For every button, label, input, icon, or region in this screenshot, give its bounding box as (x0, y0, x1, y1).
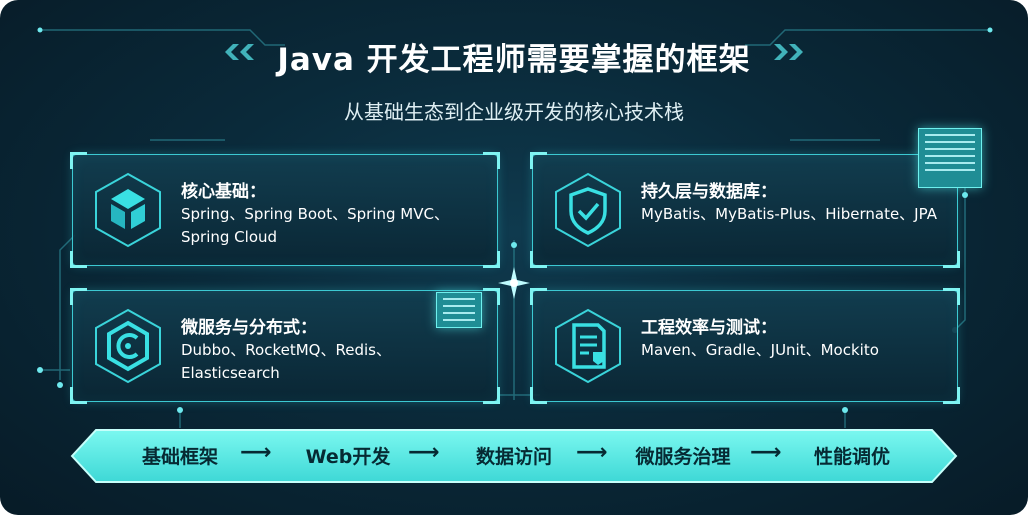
card-title: 核心基础： (181, 182, 266, 202)
learning-path-flow: 基础框架 ⟶ Web开发 ⟶ 数据访问 ⟶ 微服务治理 ⟶ 性能调优 (70, 428, 958, 484)
shield-check-icon (555, 172, 621, 248)
decorative-code-panel (918, 128, 982, 188)
flow-step: 微服务治理 (635, 446, 731, 468)
flow-step: 性能调优 (813, 446, 890, 468)
card-title: 微服务与分布式： (181, 318, 317, 338)
card-body: MyBatis、MyBatis-Plus、Hibernate、JPA (641, 205, 937, 223)
card-core-foundation: 核心基础： Spring、Spring Boot、Spring MVC、Spri… (70, 152, 500, 268)
flow-step: 基础框架 (141, 446, 218, 468)
card-body: Spring、Spring Boot、Spring MVC、Spring Clo… (181, 205, 449, 246)
flow-bar-shape (70, 429, 958, 483)
document-icon (555, 308, 621, 384)
card-title: 持久层与数据库： (641, 182, 777, 202)
page-subtitle: 从基础生态到企业级开发的核心技术栈 (344, 100, 684, 124)
center-star (498, 267, 530, 299)
flow-step: Web开发 (305, 446, 391, 468)
arrow-right-icon: ⟶ (576, 440, 608, 465)
arrow-right-icon: ⟶ (408, 440, 440, 465)
card-body: Maven、Gradle、JUnit、Mockito (641, 341, 879, 359)
card-engineering-testing: 工程效率与测试： Maven、Gradle、JUnit、Mockito (530, 288, 960, 404)
flow-step: 数据访问 (475, 446, 552, 468)
card-body: Dubbo、RocketMQ、Redis、Elasticsearch (181, 341, 391, 382)
arrow-right-icon: ⟶ (240, 440, 272, 465)
arrow-right-icon: ⟶ (750, 440, 782, 465)
hexagon-c-icon (95, 308, 161, 384)
card-persistence-database: 持久层与数据库： MyBatis、MyBatis-Plus、Hibernate、… (530, 152, 960, 268)
card-title: 工程效率与测试： (641, 318, 777, 338)
page-title: Java 开发工程师需要掌握的框架 (277, 42, 751, 78)
cube-icon (95, 172, 161, 248)
card-microservices-distributed: 微服务与分布式： Dubbo、RocketMQ、Redis、Elasticsea… (70, 288, 500, 404)
decorative-code-panel (436, 292, 482, 328)
